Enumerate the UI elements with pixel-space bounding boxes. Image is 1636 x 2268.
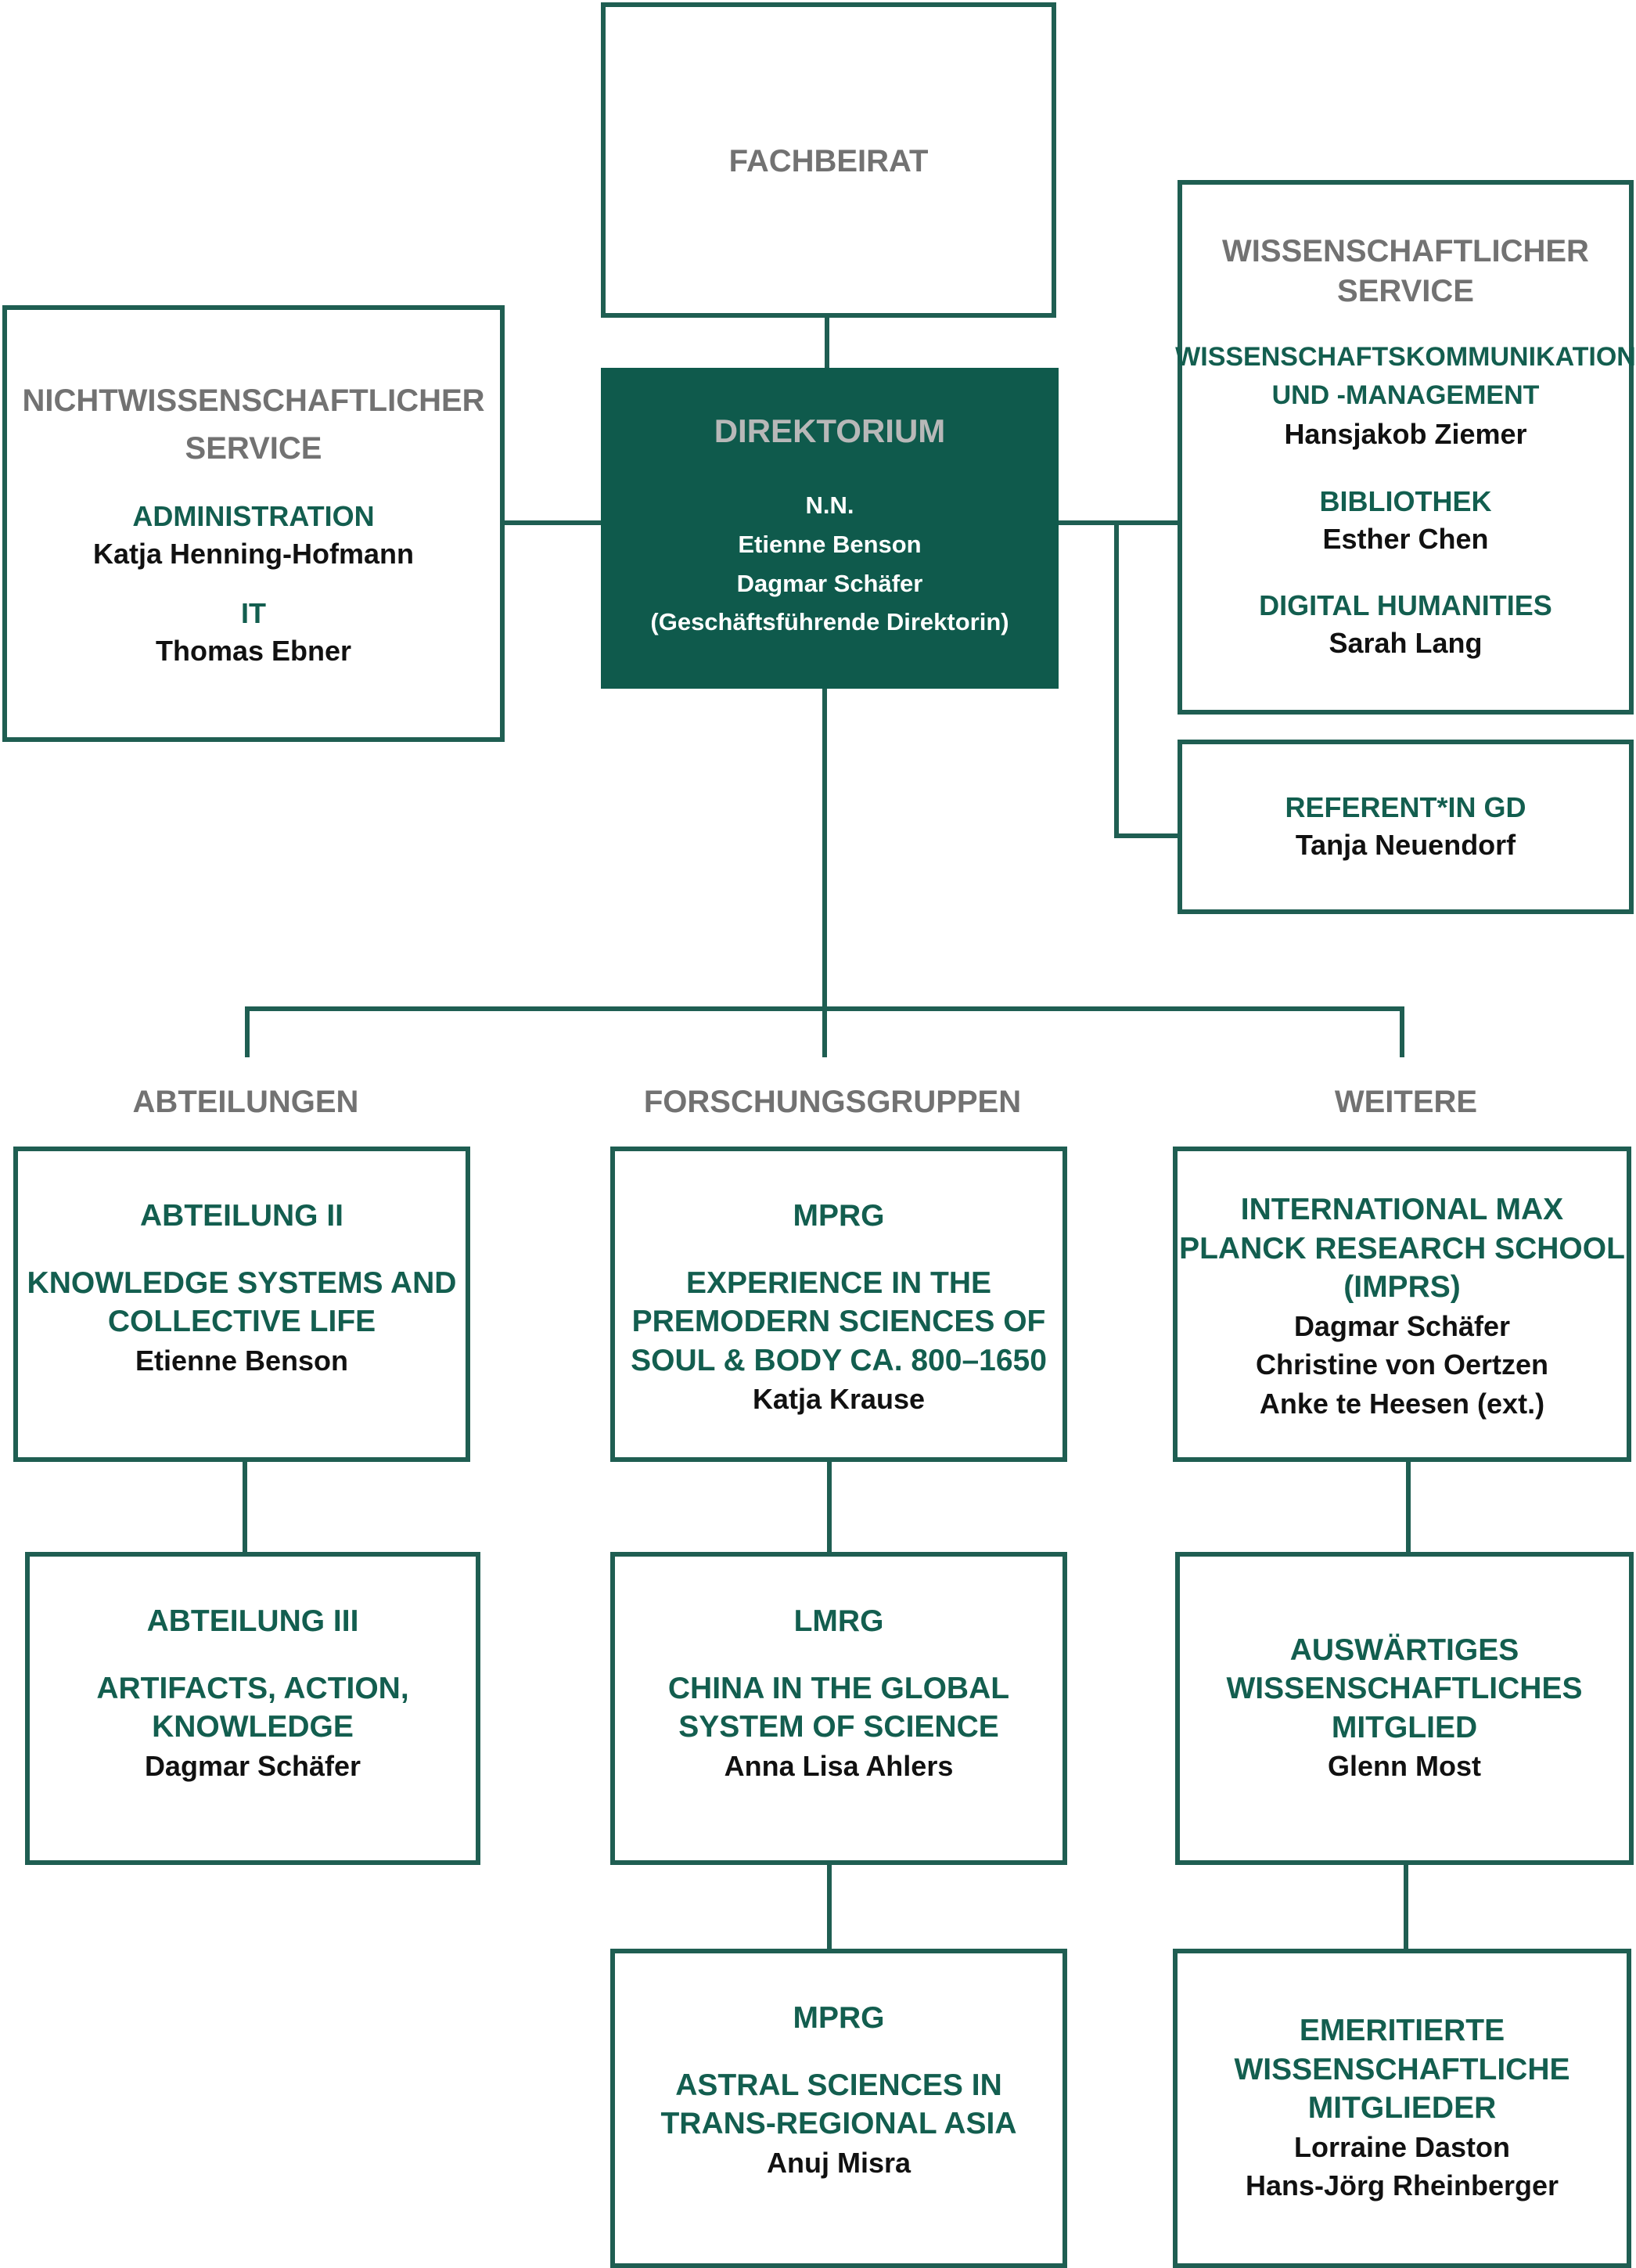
direktorium-member-note: (Geschäftsführende Direktorin) (650, 608, 1009, 636)
weitere-title-line: (IMPRS) (1343, 1270, 1461, 1305)
forschungsgruppe-lead: Katja Krause (752, 1383, 926, 1416)
unit-title-digital-humanities: DIGITAL HUMANITIES (1259, 589, 1552, 622)
weitere-title-line: MITGLIEDER (1307, 2091, 1497, 2126)
referent-title: REFERENT*IN GD (1285, 790, 1526, 823)
weitere-title-line: INTERNATIONAL MAX (1240, 1193, 1564, 1226)
direktorium-member: Dagmar Schäfer (736, 569, 923, 597)
abteilung-title-line: COLLECTIVE LIFE (107, 1305, 376, 1339)
unit-title-wisskomm: UND -MANAGEMENT (1271, 380, 1540, 410)
unit-title-wisskomm: WISSENSCHAFTSKOMMUNIKATION (1175, 341, 1636, 372)
forschungsgruppe-title-line: TRANS-REGIONAL ASIA (660, 2107, 1017, 2141)
abteilung-label: ABTEILUNG II (140, 1199, 343, 1233)
forschungsgruppe-label: LMRG (793, 1604, 884, 1638)
abteilung-ii-box: ABTEILUNG II KNOWLEDGE SYSTEMS AND COLLE… (13, 1147, 470, 1462)
unit-title-it: IT (241, 596, 266, 629)
weitere-title-line: WISSENSCHAFTLICHES (1226, 1672, 1583, 1706)
forschungsgruppe-box-2: LMRG CHINA IN THE GLOBAL SYSTEM OF SCIEN… (610, 1552, 1067, 1865)
forschungsgruppe-title-line: SOUL & BODY CA. 800–1650 (631, 1343, 1047, 1377)
abteilung-lead: Etienne Benson (135, 1344, 349, 1377)
direktorium-member: N.N. (805, 491, 854, 520)
unit-name-it: Thomas Ebner (155, 634, 352, 667)
fachbeirat-box: FACHBEIRAT (601, 2, 1056, 318)
abteilung-lead: Dagmar Schäfer (144, 1749, 361, 1782)
forschungsgruppe-title-line: PREMODERN SCIENCES OF (631, 1305, 1046, 1339)
unit-name-digital-humanities: Sarah Lang (1329, 626, 1483, 659)
connector-referent (1114, 520, 1180, 838)
direktorium-box: DIREKTORIUM N.N. Etienne Benson Dagmar S… (601, 368, 1059, 689)
referent-name: Tanja Neuendorf (1295, 828, 1516, 861)
emeritierte-mitglieder-box: EMERITIERTE WISSENSCHAFTLICHE MITGLIEDER… (1173, 1949, 1631, 2268)
wiss-title-line: WISSENSCHAFTLICHER (1222, 234, 1589, 268)
weitere-person: Glenn Most (1328, 1750, 1481, 1783)
direktorium-title: DIREKTORIUM (714, 412, 946, 449)
weitere-title-line: WISSENSCHAFTLICHE (1234, 2052, 1570, 2086)
unit-name-wisskomm: Hansjakob Ziemer (1284, 418, 1527, 451)
forschungsgruppe-box-3: MPRG ASTRAL SCIENCES IN TRANS-REGIONAL A… (610, 1949, 1067, 2268)
weitere-person: Dagmar Schäfer (1293, 1309, 1511, 1342)
referent-box: REFERENT*IN GD Tanja Neuendorf (1178, 740, 1634, 914)
weitere-title-line: PLANCK RESEARCH SCHOOL (1179, 1231, 1625, 1265)
forschungsgruppe-lead: Anuj Misra (766, 2146, 911, 2179)
forschungsgruppe-title-line: ASTRAL SCIENCES IN (675, 2068, 1002, 2102)
weitere-person: Christine von Oertzen (1255, 1348, 1549, 1381)
direktorium-member: Etienne Benson (738, 530, 922, 558)
unit-title-bibliothek: BIBLIOTHEK (1319, 484, 1492, 517)
abteilung-iii-box: ABTEILUNG III ARTIFACTS, ACTION, KNOWLED… (25, 1552, 480, 1865)
unit-name-bibliothek: Esther Chen (1322, 522, 1489, 555)
weitere-title-line: EMERITIERTE (1299, 2014, 1505, 2048)
forschungsgruppe-lead: Anna Lisa Ahlers (724, 1749, 954, 1782)
nichtwiss-title-line: SERVICE (185, 430, 322, 466)
forschungsgruppe-label: MPRG (793, 2001, 885, 2035)
forschungsgruppe-box-1: MPRG EXPERIENCE IN THE PREMODERN SCIENCE… (610, 1147, 1067, 1462)
forschungsgruppe-title-line: EXPERIENCE IN THE (685, 1265, 992, 1300)
abteilung-label: ABTEILUNG III (146, 1604, 359, 1638)
nichtwiss-title-line: NICHTWISSENSCHAFTLICHER (22, 383, 485, 418)
weitere-person: Lorraine Daston (1293, 2130, 1511, 2163)
weitere-title-line: AUSWÄRTIGES (1289, 1633, 1519, 1667)
forschungsgruppe-title-line: SYSTEM OF SCIENCE (678, 1710, 999, 1744)
wiss-title-line: SERVICE (1337, 273, 1474, 308)
column-heading-weitere: WEITERE (1334, 1085, 1478, 1119)
abteilung-title-line: KNOWLEDGE (152, 1710, 354, 1744)
forschungsgruppe-title-line: CHINA IN THE GLOBAL (667, 1671, 1010, 1705)
unit-name-administration: Katja Henning-Hofmann (93, 538, 414, 571)
unit-title-administration: ADMINISTRATION (132, 500, 375, 533)
wiss-service-box: WISSENSCHAFTLICHER SERVICE WISSENSCHAFTS… (1175, 180, 1636, 715)
weitere-title-line: MITGLIED (1331, 1710, 1478, 1744)
abteilung-title-line: KNOWLEDGE SYSTEMS AND (27, 1265, 457, 1300)
auswaertiges-mitglied-box: AUSWÄRTIGES WISSENSCHAFTLICHES MITGLIED … (1175, 1552, 1634, 1865)
forschungsgruppe-label: MPRG (793, 1199, 885, 1233)
nichtwiss-service-box: NICHTWISSENSCHAFTLICHER SERVICE ADMINIST… (2, 305, 505, 742)
abteilung-title-line: ARTIFACTS, ACTION, (96, 1671, 409, 1705)
weitere-person: Hans-Jörg Rheinberger (1245, 2169, 1559, 2202)
fachbeirat-title: FACHBEIRAT (728, 144, 929, 178)
imprs-box: INTERNATIONAL MAX PLANCK RESEARCH SCHOOL… (1173, 1147, 1631, 1462)
weitere-person: Anke te Heesen (ext.) (1259, 1387, 1545, 1420)
column-heading-abteilungen: ABTEILUNGEN (132, 1085, 359, 1119)
column-heading-forschungsgruppen: FORSCHUNGSGRUPPEN (643, 1085, 1022, 1119)
